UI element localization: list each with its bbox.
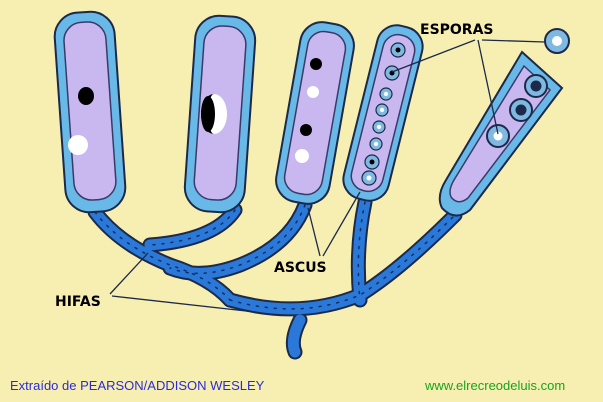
label-esporas: ESPORAS <box>420 22 494 38</box>
hyphae-network <box>87 194 463 360</box>
nucleus-light <box>68 135 88 155</box>
website-link[interactable]: www.elrecreodeluis.com <box>425 378 566 393</box>
cell-1 <box>53 10 127 214</box>
nucleus-dark <box>78 87 94 105</box>
free-spore <box>544 28 570 54</box>
credit-text: Extraído de PEARSON/ADDISON WESLEY <box>10 378 265 393</box>
cell-2 <box>183 14 257 214</box>
cell-4-ascus <box>342 24 424 202</box>
label-hifas: HIFAS <box>55 294 101 310</box>
ascospores <box>361 42 406 186</box>
released-spores <box>486 74 548 148</box>
cell-3 <box>275 21 355 205</box>
pointer-lines <box>109 39 546 313</box>
cell-5-open-ascus <box>438 28 570 217</box>
label-ascus: ASCUS <box>274 260 327 276</box>
